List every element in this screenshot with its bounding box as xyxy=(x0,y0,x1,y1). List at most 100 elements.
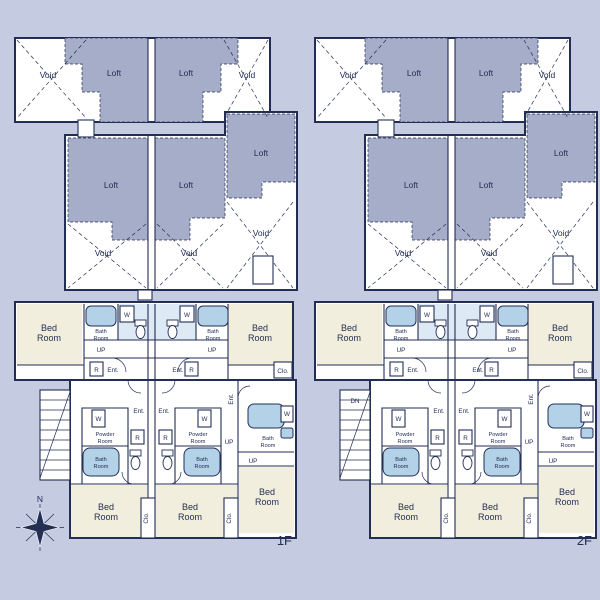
label-up: UP xyxy=(249,458,258,465)
room-label-room: Room xyxy=(491,439,506,445)
room-label-bath: Bath xyxy=(95,457,107,463)
party-walls xyxy=(447,38,456,290)
label-refrigerator: R xyxy=(135,435,140,442)
label-entrance: Ent. xyxy=(472,367,483,374)
label-entrance: Ent. xyxy=(158,408,169,415)
label-closet: Clo. xyxy=(577,368,588,375)
room-label-loft: Loft xyxy=(179,68,194,78)
bedroom-floor xyxy=(539,467,594,533)
refrigerator-box xyxy=(130,429,145,445)
label-up: UP xyxy=(208,347,217,354)
room-label-bed: Bed xyxy=(552,323,568,333)
room-label-powder: Powder xyxy=(96,432,115,438)
refrigerator-box xyxy=(458,429,473,445)
label-closet: Clo. xyxy=(526,512,533,523)
closet-box xyxy=(523,497,539,539)
door-swing-arcs xyxy=(411,357,551,485)
room-label-room: Room xyxy=(478,512,502,522)
bathtub xyxy=(85,305,117,327)
room-label-loft: Loft xyxy=(179,180,194,190)
exterior-staircase xyxy=(39,389,71,481)
bathtub xyxy=(247,403,285,429)
stair-direction-line xyxy=(39,391,71,479)
room-label-powder: Powder xyxy=(396,432,415,438)
room-label-bath: Bath xyxy=(262,436,274,442)
toilet xyxy=(166,319,179,339)
toilet xyxy=(161,449,174,470)
closet-box xyxy=(573,361,593,379)
compass-north-label: N xyxy=(37,494,43,504)
room-label-void: Void xyxy=(253,228,270,238)
loft-area xyxy=(454,37,539,123)
washer-box xyxy=(91,409,106,428)
refrigerator-box xyxy=(430,429,445,445)
label-washer: W xyxy=(584,411,590,418)
stair-direction-line xyxy=(339,391,371,479)
label-entrance: Ent. xyxy=(172,367,183,374)
room-label-bed: Bed xyxy=(98,502,114,512)
room-label-loft: Loft xyxy=(554,148,569,158)
party-walls xyxy=(147,38,156,290)
room-label-room: Room xyxy=(398,439,413,445)
room-label-room: Room xyxy=(555,497,579,507)
room-label-room: Room xyxy=(94,336,109,342)
room-label-room: Room xyxy=(191,439,206,445)
label-washer: W xyxy=(202,416,208,423)
step-box xyxy=(437,289,453,301)
main-floor-plan: Bed Room Bed Room Bed Room Bed Room Bed … xyxy=(14,301,297,548)
room-label-void: Void xyxy=(481,248,498,258)
label-entrance: Ent. xyxy=(228,393,235,404)
room-label-room: Room xyxy=(261,443,276,449)
bedroom-floor xyxy=(17,304,82,365)
label-washer: W xyxy=(184,312,190,319)
room-label-bed: Bed xyxy=(559,487,575,497)
room-label-bath: Bath xyxy=(395,457,407,463)
label-washer: W xyxy=(396,416,402,423)
room-label-room: Room xyxy=(37,333,61,343)
bedroom-floor xyxy=(371,485,447,537)
room-label-room: Room xyxy=(94,512,118,522)
room-label-void: Void xyxy=(340,70,357,80)
door-swing-arcs xyxy=(111,357,251,485)
label-washer: W xyxy=(96,416,102,423)
closet-box xyxy=(140,497,156,539)
compass: N xyxy=(16,494,64,551)
refrigerator-box xyxy=(184,361,199,377)
bathtub xyxy=(547,403,585,429)
room-label-void: Void xyxy=(95,248,112,258)
label-washer: W xyxy=(502,416,508,423)
bedroom-floor xyxy=(71,485,147,537)
toilet xyxy=(461,449,474,470)
room-label-room: Room xyxy=(98,439,113,445)
bathtub xyxy=(497,305,529,327)
label-washer: W xyxy=(424,312,430,319)
room-label-room: Room xyxy=(248,333,272,343)
connector-box xyxy=(77,119,95,138)
void-cross-hatch xyxy=(16,39,294,289)
label-refrigerator: R xyxy=(463,435,468,442)
room-label-loft: Loft xyxy=(254,148,269,158)
room-label-room: Room xyxy=(548,333,572,343)
room-label-loft: Loft xyxy=(479,68,494,78)
room-label-bath: Bath xyxy=(507,329,519,335)
room-label-bed: Bed xyxy=(398,502,414,512)
toilet xyxy=(466,319,479,339)
label-refrigerator: R xyxy=(435,435,440,442)
void-cross-hatch xyxy=(316,39,594,289)
bedroom-floor xyxy=(317,304,382,365)
bathtub xyxy=(382,447,420,477)
refrigerator-box xyxy=(484,361,499,377)
sink xyxy=(280,427,294,439)
room-label-bed: Bed xyxy=(182,502,198,512)
label-up: UP xyxy=(525,439,534,446)
label-up: UP xyxy=(397,347,406,354)
room-label-bed: Bed xyxy=(41,323,57,333)
label-entrance: Ent. xyxy=(433,408,444,415)
room-label-loft: Loft xyxy=(407,68,422,78)
washer-box xyxy=(580,405,594,423)
room-label-room: Room xyxy=(195,464,210,470)
loft-closet-box xyxy=(552,255,574,285)
room-label-void: Void xyxy=(539,70,556,80)
